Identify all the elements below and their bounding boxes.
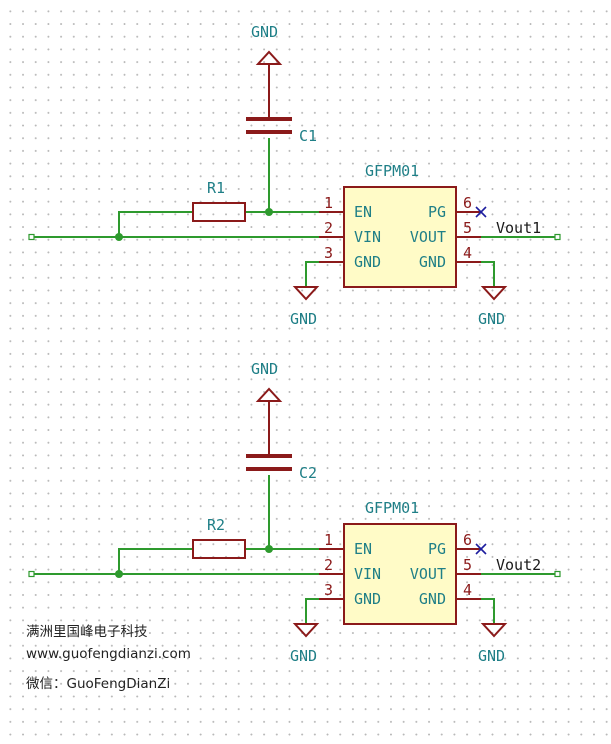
resistor-ref: R2 [207, 516, 225, 534]
pin-name: PG [428, 540, 446, 558]
watermark-company: 满洲里国峰电子科技 [26, 624, 148, 640]
capacitor-ref: C2 [299, 464, 317, 482]
pin-name: VOUT [410, 565, 446, 583]
junction-dot [265, 545, 273, 553]
wire-gnd-left [305, 261, 344, 286]
no-connect-marker [475, 206, 487, 218]
ic-name: GFPM01 [365, 499, 419, 517]
port-output [554, 233, 561, 241]
ground-label: GND [478, 647, 505, 665]
pin-name: VOUT [410, 228, 446, 246]
wire-gnd-right [456, 261, 495, 286]
pin-number: 3 [324, 581, 333, 599]
ground-symbol [292, 286, 320, 301]
pin-number: 5 [463, 556, 472, 574]
pin-name: VIN [354, 565, 381, 583]
resistor-symbol [192, 202, 246, 222]
pin-number: 6 [463, 531, 472, 549]
junction-dot [265, 208, 273, 216]
circuit-block-2: R2 C2 GND GND GND GFPM01 1 2 3 4 5 6 EN … [28, 360, 561, 665]
junction-dot [115, 570, 123, 578]
pin-number: 1 [324, 531, 333, 549]
ic-name: GFPM01 [365, 162, 419, 180]
pin-name: GND [354, 590, 381, 608]
power-symbol [255, 50, 283, 65]
circuit-block-1: R1 C1 GND GND GND GFPM01 1 2 3 4 5 6 EN … [28, 23, 561, 328]
wire-gnd-left [305, 598, 344, 623]
ground-label: GND [478, 310, 505, 328]
power-label: GND [251, 23, 278, 41]
no-connect-marker [475, 543, 487, 555]
pin-number: 1 [324, 194, 333, 212]
junction-dot [115, 233, 123, 241]
pin-number: 4 [463, 244, 472, 262]
ground-symbol [480, 286, 508, 301]
pin-number: 3 [324, 244, 333, 262]
wire-en-branch [118, 548, 193, 574]
power-symbol [255, 387, 283, 402]
port-input [28, 570, 35, 578]
wire-gnd-right [456, 598, 495, 623]
pin-name: PG [428, 203, 446, 221]
pin-number: 6 [463, 194, 472, 212]
ground-label: GND [290, 310, 317, 328]
pin-number: 2 [324, 219, 333, 237]
port-output [554, 570, 561, 578]
output-net-label: Vout1 [496, 219, 541, 237]
port-input [28, 233, 35, 241]
output-net-label: Vout2 [496, 556, 541, 574]
ground-symbol [292, 623, 320, 638]
wire-en-branch [118, 211, 193, 237]
pin-number: 4 [463, 581, 472, 599]
pin-name: VIN [354, 228, 381, 246]
pin-number: 2 [324, 556, 333, 574]
pin-name: GND [354, 253, 381, 271]
pin-number: 5 [463, 219, 472, 237]
pin-name: GND [419, 253, 446, 271]
watermark-wechat: 微信：GuoFengDianZi [26, 676, 171, 692]
pin-name: EN [354, 203, 372, 221]
ground-label: GND [290, 647, 317, 665]
ic-body [343, 186, 457, 288]
power-label: GND [251, 360, 278, 378]
pin-name: GND [419, 590, 446, 608]
watermark-website: www.guofengdianzi.com [26, 646, 191, 662]
ic-body [343, 523, 457, 625]
pin-name: EN [354, 540, 372, 558]
capacitor-ref: C1 [299, 127, 317, 145]
resistor-ref: R1 [207, 179, 225, 197]
ground-symbol [480, 623, 508, 638]
resistor-symbol [192, 539, 246, 559]
